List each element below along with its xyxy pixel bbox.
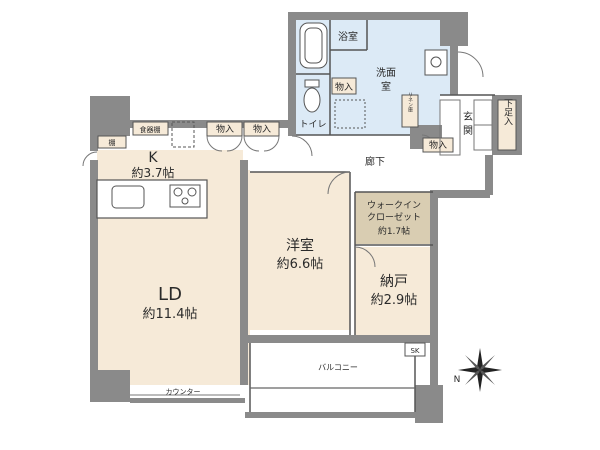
entrance-label-2: 関 [463, 125, 473, 137]
shelf-label: 棚 [109, 138, 116, 147]
fridge-space [171, 121, 195, 148]
closet-box-3 [331, 77, 357, 95]
storage-floor [355, 247, 433, 335]
toilet-bowl [303, 87, 321, 113]
washroom-label-1: 洗面 [376, 67, 396, 79]
north-label: N [454, 375, 461, 385]
closet-box-1 [206, 121, 243, 137]
shelf-box [97, 135, 127, 149]
toilet-label: トイレ [299, 120, 326, 130]
linen-box [401, 94, 419, 128]
bathtub [299, 22, 328, 69]
toilet-tank [304, 79, 320, 88]
walkin-closet-floor [355, 192, 433, 244]
balcony-label: バルコニー [318, 363, 358, 372]
washer-pan [334, 99, 366, 129]
closet-box-4 [422, 137, 454, 153]
bathtub-inner [304, 27, 323, 64]
linen-label: リネン庫 [407, 92, 413, 113]
shoe-rack-label: 下足入 [502, 99, 513, 126]
walkin-label-1: ウォークイン [367, 200, 421, 211]
washbasin-drain [430, 56, 442, 68]
walkin-size-label: 約1.7帖 [378, 225, 410, 237]
ld-label: LD [158, 284, 182, 305]
walkin-label-2: クローゼット [367, 211, 421, 223]
storage-label: 納戸 [380, 274, 408, 290]
partitions [249, 20, 495, 412]
balcony-floor [250, 343, 430, 389]
burner [173, 187, 183, 197]
western-room-floor [250, 172, 350, 330]
hallway-label: 廊下 [365, 155, 385, 168]
entrance-doors [439, 99, 493, 156]
burner [181, 197, 189, 205]
sk-label: SK [410, 347, 419, 355]
sk-box [404, 342, 426, 357]
shoe-rack-box [497, 99, 517, 151]
washbasin [424, 49, 448, 76]
washroom-floor [330, 18, 450, 135]
closet-label-4: 物入 [429, 139, 447, 151]
closet-box-2 [243, 121, 280, 137]
counter-label: カウンター [166, 387, 201, 396]
closet-label-2: 物入 [253, 123, 271, 135]
closet-label-1: 物入 [216, 123, 234, 135]
cupboard-label: 食器棚 [140, 125, 161, 134]
entrance-label-1: 玄 [463, 110, 473, 123]
storage-size-label: 約2.9帖 [371, 293, 418, 308]
bathroom-label: 浴室 [338, 30, 358, 43]
western-room-label: 洋室 [286, 237, 314, 254]
cupboard-box [132, 121, 169, 136]
kitchen-size-label: 約3.7帖 [131, 165, 174, 180]
western-room-size-label: 約6.6帖 [277, 257, 324, 272]
kitchen-label: K [148, 150, 158, 166]
kitchen-sink [111, 185, 145, 209]
closet-label-3: 物入 [335, 81, 353, 93]
stove [169, 184, 201, 208]
ld-size-label: 約11.4帖 [143, 307, 198, 322]
washroom-label-2: 室 [381, 80, 391, 93]
burner [187, 187, 197, 197]
compass-star [458, 348, 502, 392]
